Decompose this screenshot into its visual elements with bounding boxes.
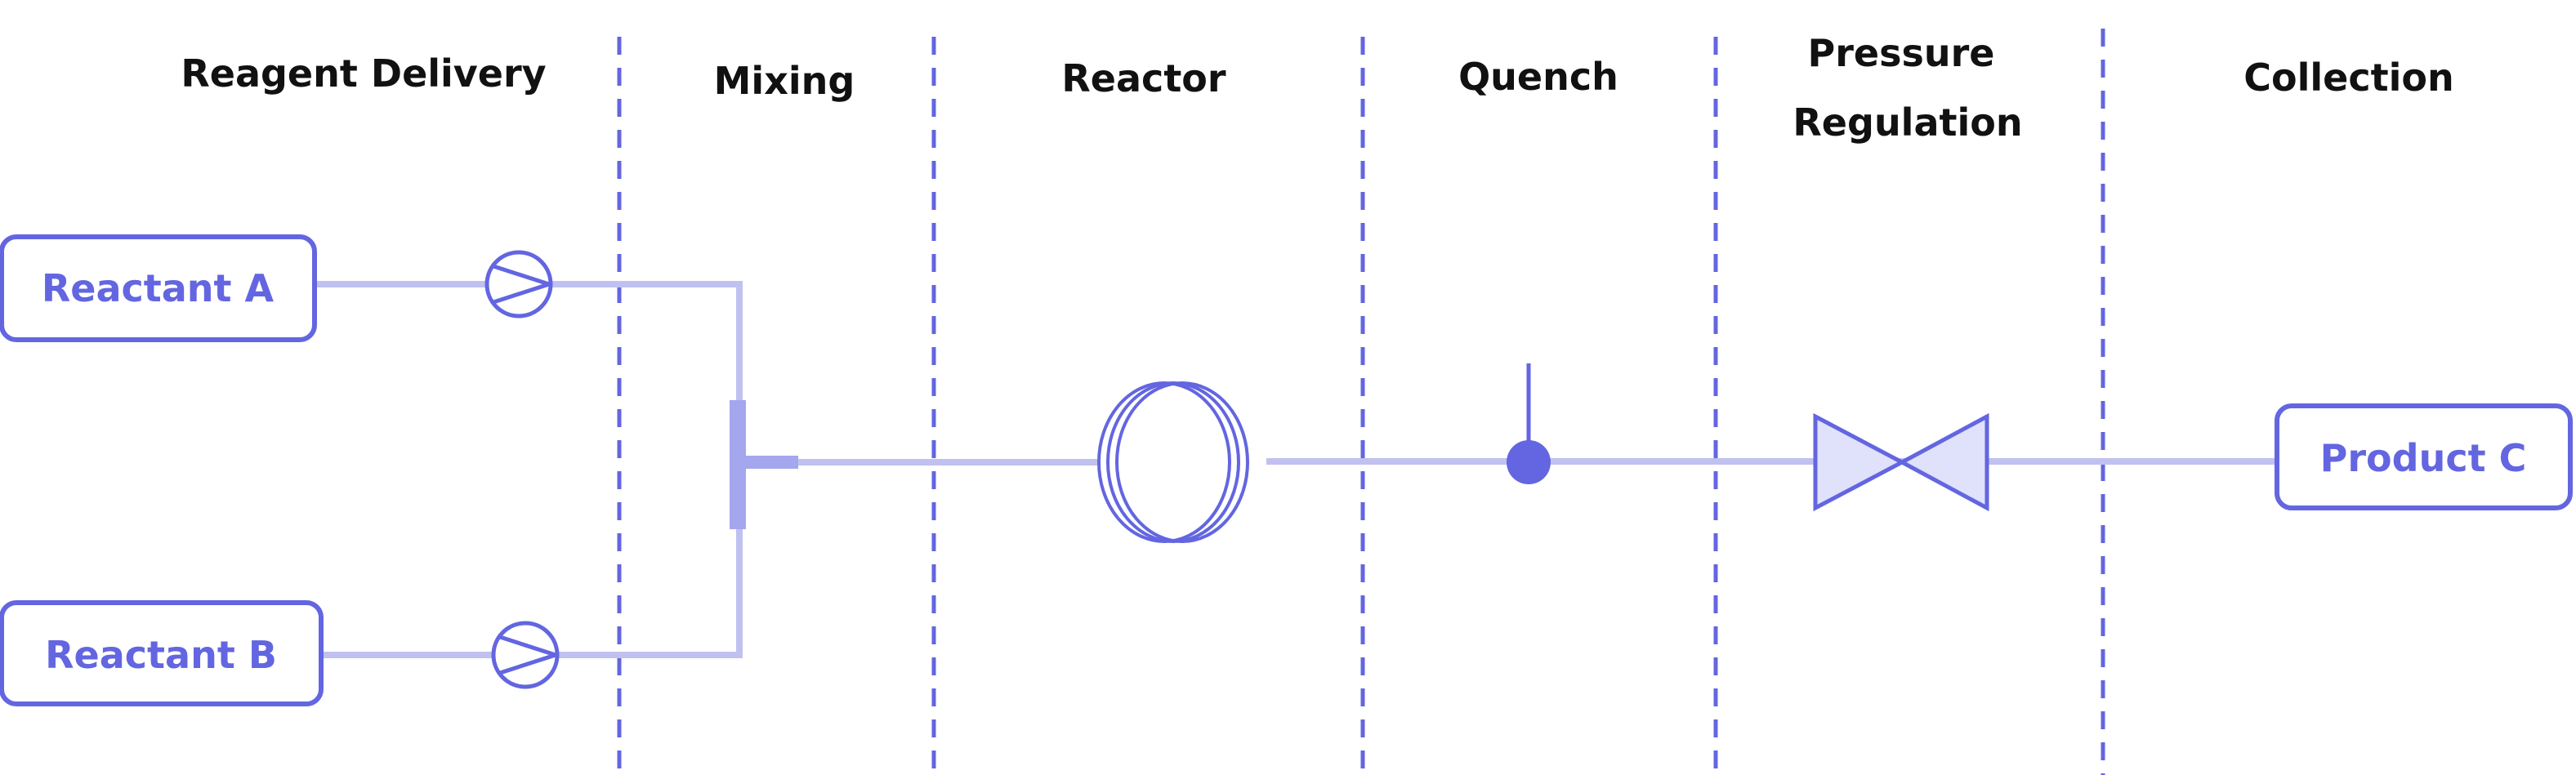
tube-reactant-a (315, 281, 743, 400)
valve-left-triangle (1813, 412, 1907, 512)
pump-a-arrow (493, 264, 551, 305)
pump-a-body (484, 250, 553, 318)
quench-inlet (1507, 363, 1551, 484)
stage-dividers (617, 29, 2105, 775)
coil-loop-2 (1106, 381, 1240, 543)
stage-label-collection: Collection (2243, 56, 2453, 100)
stage-label-reagent-delivery: Reagent Delivery (181, 51, 546, 96)
t-mixer-outlet (739, 456, 798, 469)
quench-inlet-dot (1507, 440, 1551, 484)
node-reactant-a: Reactant A (0, 234, 317, 342)
stage-label-pressure-regulation: Pressure Regulation (1792, 31, 2022, 145)
node-reactant-b-box (0, 600, 324, 706)
stage-label-mixing: Mixing (714, 59, 855, 103)
t-mixer (730, 400, 798, 529)
node-reactant-a-label: Reactant A (42, 266, 275, 310)
tube-reactant-b (321, 529, 743, 658)
pump-b-arrow (499, 635, 558, 675)
tubing (315, 281, 2277, 658)
valve-right-triangle (1897, 412, 1989, 512)
node-reactant-b-label: Reactant B (45, 633, 277, 677)
pump-a (484, 250, 553, 318)
stage-label-pressure: Pressure (1807, 31, 1994, 75)
node-product-c-label: Product C (2320, 436, 2527, 480)
stage-headings: Reagent Delivery Mixing Reactor Quench P… (181, 31, 2453, 145)
pump-b-body (491, 621, 560, 689)
coil-reactor (1097, 381, 1249, 543)
stage-label-regulation: Regulation (1792, 100, 2022, 145)
node-reactant-a-box (0, 234, 317, 342)
node-reactant-b: Reactant B (0, 600, 324, 706)
pump-b (491, 621, 560, 689)
t-mixer-bar (730, 400, 746, 529)
stage-label-quench: Quench (1458, 55, 1618, 99)
coil-loop-3 (1115, 381, 1249, 543)
back-pressure-valve-icon (1813, 412, 1989, 512)
node-product-c: Product C (2275, 403, 2573, 510)
stage-label-reactor: Reactor (1061, 56, 1226, 100)
node-product-c-box (2275, 403, 2573, 510)
